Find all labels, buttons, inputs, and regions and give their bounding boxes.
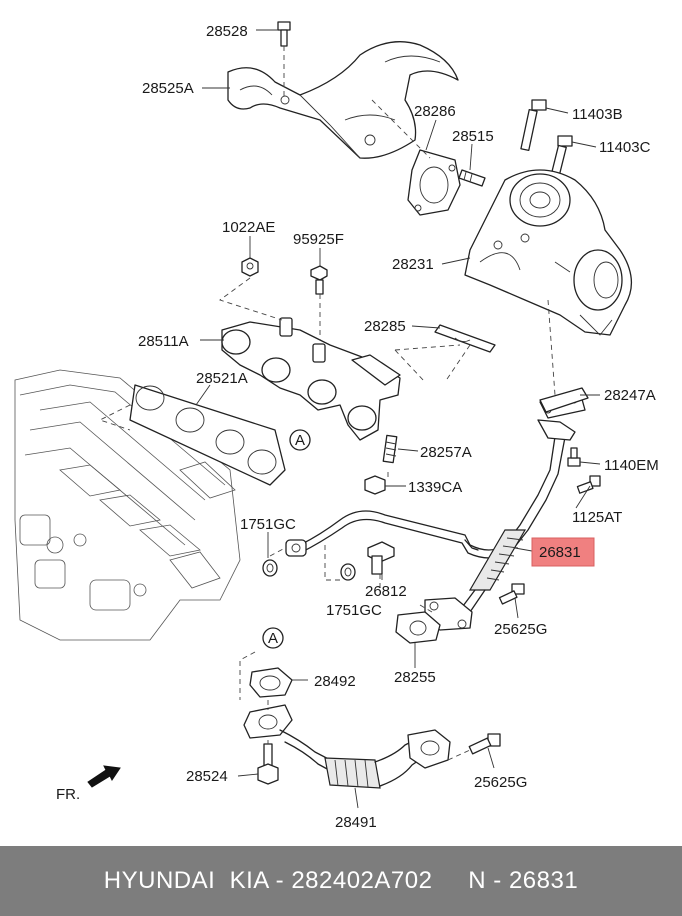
gasket-28255 [395,611,441,644]
label-1022AE: 1022AE [222,219,275,236]
bolt-25625G-a [498,583,525,605]
nut-1339CA [364,475,386,495]
label-28286: 28286 [414,103,456,120]
label-28524: 28524 [186,768,228,785]
label-25625G-b: 25625G [474,774,527,791]
label-11403B: 11403B [572,106,623,123]
banjo-bolt-26812 [367,541,395,575]
washer-1751GC-b [340,563,356,581]
label-95925F: 95925F [293,231,344,248]
reference-mark-text: A [268,630,278,647]
label-25625G-a: 25625G [494,621,547,638]
gasket-28492 [249,667,293,698]
stud-95925F [310,265,328,295]
front-label: FR. [56,786,80,803]
label-28491: 28491 [335,814,377,831]
bolt-11403C [551,135,573,176]
label-28511A: 28511A [138,333,189,350]
reference-mark-text: A [295,432,305,449]
label-1339CA: 1339CA [408,479,462,496]
bolt-25625G-b [468,733,501,755]
leader-lines [195,29,601,809]
label-11403C: 11403C [599,139,651,156]
label-1140EM: 1140EM [604,457,659,474]
label-28492: 28492 [314,673,356,690]
oil-feed-pipe [285,391,586,631]
label-28515: 28515 [452,128,494,145]
part-labels: 28528 28525A 28286 11403B 28515 11403C 1… [138,23,659,831]
footer-bar: HYUNDAI KIA - 282402A702 N - 26831 [0,846,682,916]
stud-28257A [382,434,398,464]
label-1125AT: 1125AT [572,509,622,526]
label-26812: 26812 [365,583,407,600]
engine-block [14,369,241,641]
label-26831: 26831 [539,544,581,561]
footer-text: HYUNDAI KIA - 282402A702 N - 26831 [103,867,579,894]
gasket-28285 [434,324,496,353]
label-28521A: 28521A [196,370,248,387]
parts-diagram: A A 28528 28525A 28286 11403B 28515 1140… [14,21,659,831]
reference-mark-a-lower: A [262,627,284,649]
manifold-gasket [129,384,286,486]
exhaust-manifold [221,317,401,441]
bolt-1140EM [567,447,581,467]
heat-shield [227,41,459,159]
front-arrow-icon [87,765,121,788]
bolt-28524 [257,743,279,785]
stud-28515 [458,169,486,187]
gasket-28247A [539,387,589,413]
turbocharger [464,169,632,336]
label-28257A: 28257A [420,444,472,461]
label-28255: 28255 [394,669,436,686]
bolt-11403B [520,99,547,152]
label-28285: 28285 [364,318,406,335]
gasket-28286 [407,149,461,216]
bolt-1125AT [576,475,601,494]
highlight-box [531,537,595,567]
oil-return-pipe [243,704,451,789]
nut-1022AE [241,257,259,277]
label-28528: 28528 [206,23,248,40]
label-1751GC-b: 1751GC [326,602,382,619]
washer-1751GC-a [262,559,278,577]
reference-mark-a-upper: A [289,429,311,451]
label-28231: 28231 [392,256,434,273]
label-28525A: 28525A [142,80,194,97]
bolt-28528 [277,21,291,98]
label-1751GC-a: 1751GC [240,516,296,533]
alignment-lines [98,99,556,761]
front-direction-marker: FR. [56,765,121,803]
label-28247A: 28247A [604,387,656,404]
